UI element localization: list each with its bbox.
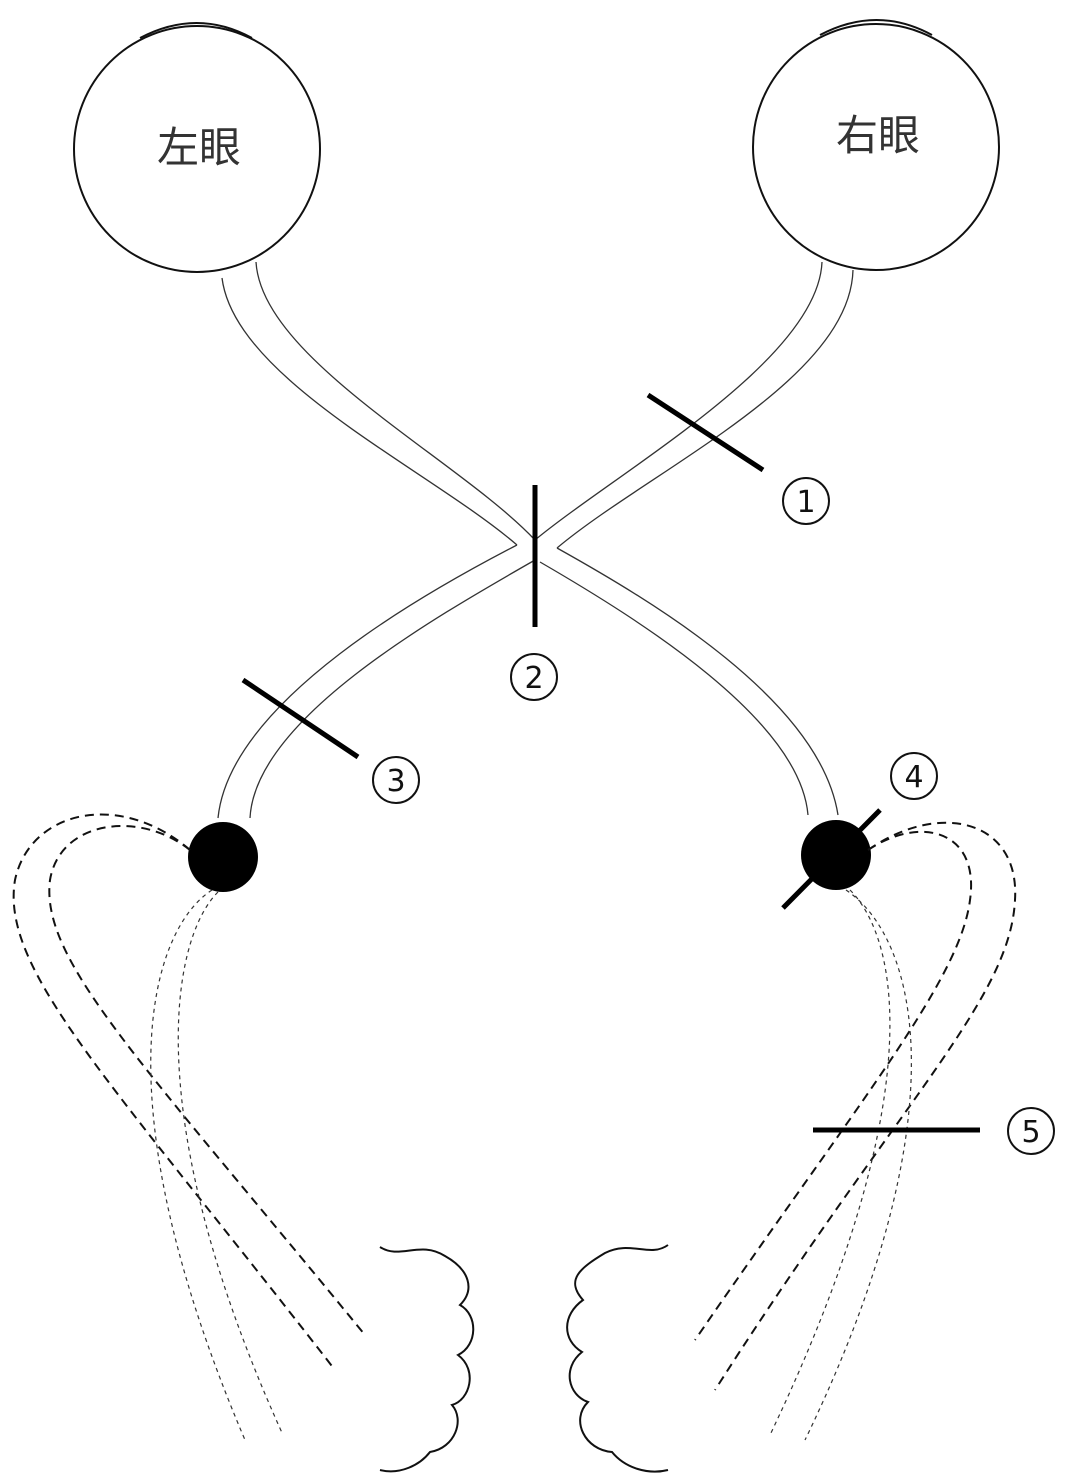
marker-label-3-circle bbox=[372, 756, 420, 804]
left-meyer-loop-inner bbox=[48, 825, 366, 1336]
left-optic-tract-outer-line bbox=[217, 544, 518, 819]
marker-label-1-text: 1 bbox=[796, 485, 815, 520]
marker-label-4: 4 bbox=[890, 752, 938, 800]
right-eye-globe bbox=[752, 23, 1000, 271]
marker-label-5-text: 5 bbox=[1021, 1115, 1040, 1150]
right-optic-nerve-outer-line bbox=[556, 269, 854, 549]
right-parietal-radiation-inner bbox=[769, 889, 891, 1436]
left-parietal-radiation-outer bbox=[150, 889, 246, 1441]
lesion-bars bbox=[241, 392, 980, 1133]
left-lgn bbox=[188, 822, 258, 892]
right-eye-label: 右眼 bbox=[836, 111, 920, 160]
right-optic-nerve-inner-line bbox=[534, 261, 823, 541]
left-parietal-radiation-inner bbox=[177, 891, 284, 1436]
marker-label-3: 3 bbox=[372, 756, 420, 804]
right-occipital-cortex bbox=[566, 1244, 669, 1473]
marker-label-2-text: 2 bbox=[524, 661, 543, 696]
marker-label-4-circle bbox=[890, 752, 938, 800]
right-meyer-loop-outer bbox=[714, 821, 1017, 1391]
marker-label-5-circle bbox=[1007, 1107, 1055, 1155]
left-eye-label: 左眼 bbox=[157, 123, 241, 172]
right-meyer-loop-inner bbox=[694, 830, 973, 1341]
right-optic-tract-upper-line bbox=[556, 547, 839, 816]
left-meyer-loop-outer bbox=[12, 813, 336, 1371]
marker-label-2: 2 bbox=[510, 653, 558, 701]
marker-label-3-text: 3 bbox=[386, 764, 405, 799]
optic-radiations-dotted bbox=[150, 889, 912, 1441]
marker-label-5: 5 bbox=[1007, 1107, 1055, 1155]
marker-label-1: 1 bbox=[782, 477, 830, 525]
optic-pathways bbox=[217, 261, 854, 819]
right-eye: 右眼 bbox=[752, 19, 1000, 271]
left-eye: 左眼 bbox=[73, 22, 321, 273]
optic-radiations-dashed bbox=[12, 813, 1017, 1391]
right-parietal-radiation-outer bbox=[804, 889, 912, 1441]
lesion-bar-3 bbox=[241, 677, 360, 760]
marker-label-1-circle bbox=[782, 477, 830, 525]
right-optic-tract-lower-line bbox=[539, 561, 809, 816]
left-optic-nerve-inner-line bbox=[255, 261, 536, 541]
left-optic-nerve-outer-line bbox=[221, 277, 518, 546]
marker-label-4-text: 4 bbox=[904, 760, 923, 795]
lesion-bar-4 bbox=[781, 808, 882, 910]
left-eye-globe bbox=[73, 25, 321, 273]
left-optic-tract-inner-line bbox=[249, 559, 536, 819]
lesion-bar-1 bbox=[646, 392, 765, 473]
marker-label-2-circle bbox=[510, 653, 558, 701]
left-occipital-cortex bbox=[379, 1246, 475, 1473]
